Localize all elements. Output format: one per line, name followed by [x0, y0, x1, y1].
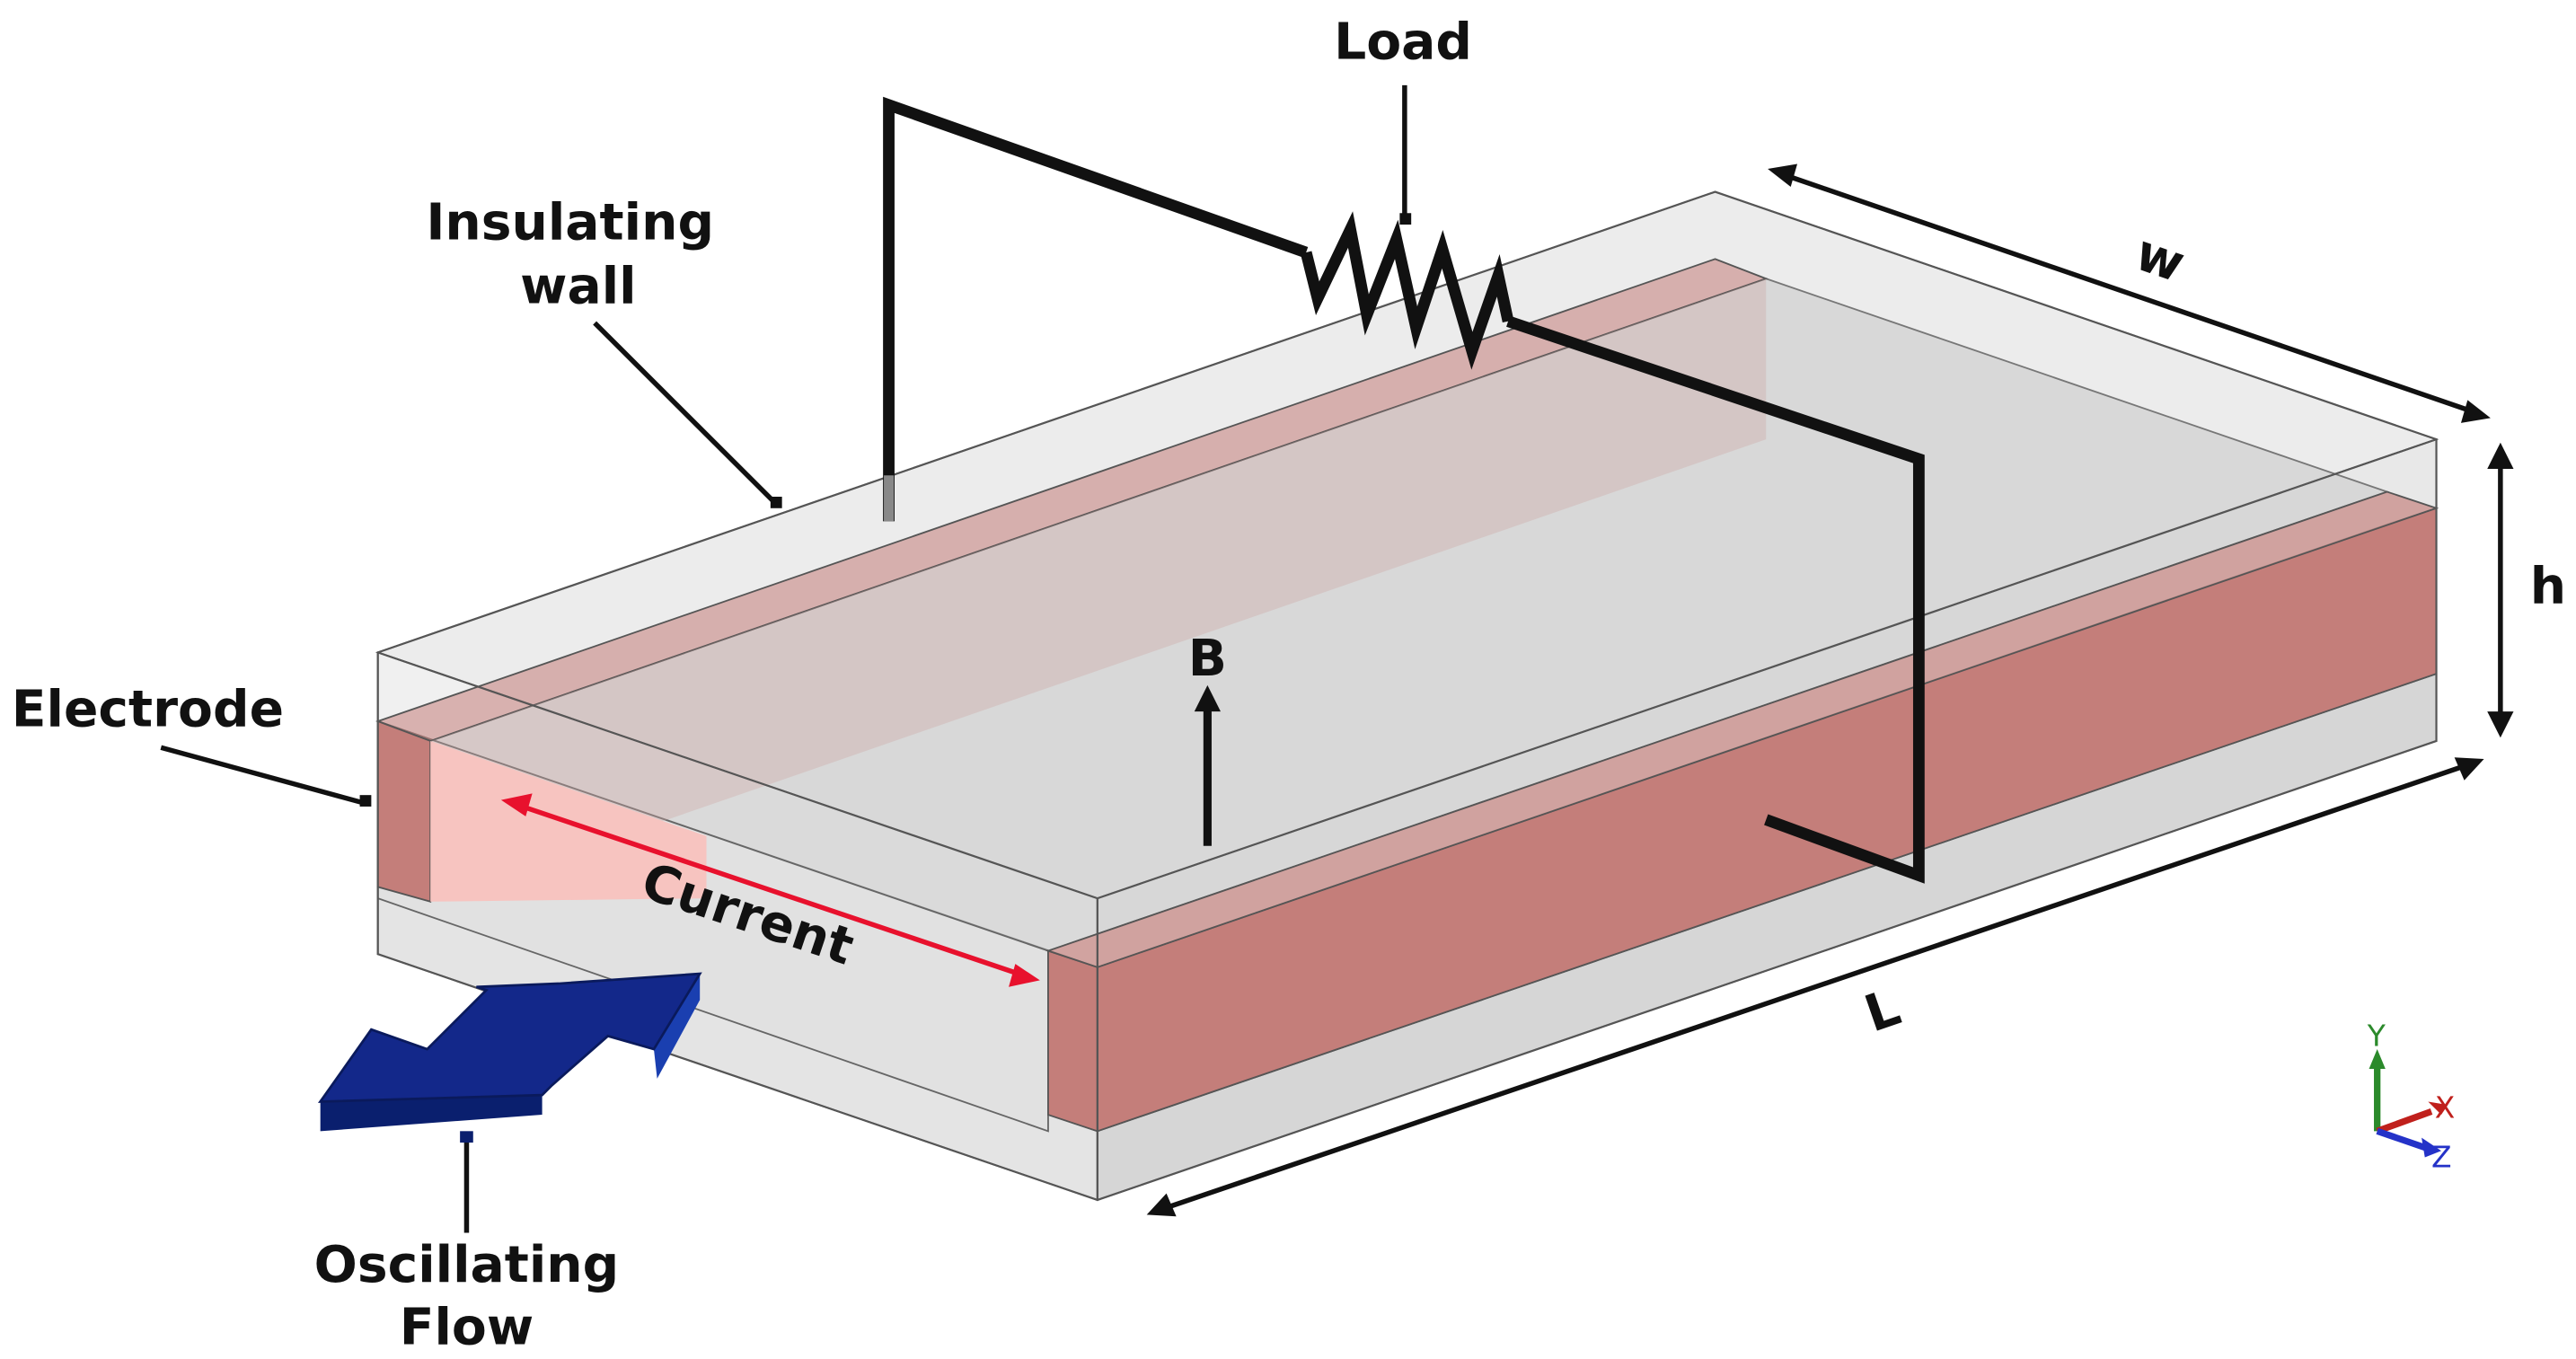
electrode-leader [160, 745, 366, 806]
magnetic-field-arrow [1194, 684, 1222, 846]
load-circuit [883, 96, 1925, 884]
axis-x-label: X [2435, 1090, 2456, 1125]
axes-triad-icon: Y X Z [2367, 1018, 2456, 1174]
box-outline [376, 190, 2438, 1202]
oscillating-flow-label-line1: Oscillating [314, 1235, 620, 1294]
flow-arrow-body [317, 972, 702, 1103]
dimension-L [1146, 757, 2484, 1217]
current-arrowhead-left [500, 793, 533, 816]
box-right-edge [1097, 438, 2437, 900]
back-electrode-far-face [430, 278, 1767, 902]
oscillating-flow-label-line2: Flow [400, 1298, 534, 1357]
width-label: w [2128, 223, 2192, 294]
load-leader-tip [1399, 213, 1412, 225]
left-electrode-end [376, 719, 432, 904]
insulating-wall-leader-tip [770, 497, 782, 508]
flow-leader-tip [460, 1131, 473, 1143]
electrode-label: Electrode [12, 680, 284, 739]
box-top-edge [377, 651, 1098, 900]
resistor-icon [1300, 211, 1514, 370]
insulating-wall-label-line2: wall [520, 257, 636, 316]
electrode-leader-tip [359, 795, 372, 807]
insulating-wall-leader [593, 321, 778, 506]
wire-left [883, 96, 1309, 522]
current-arrow [500, 793, 1040, 987]
height-label: h [2530, 557, 2566, 616]
front-electrode-end [1047, 949, 1098, 1133]
dimension-h [2487, 442, 2514, 738]
flow-arrow-icon [317, 972, 702, 1132]
flow-arrow-side-right [653, 974, 701, 1079]
current-arrowhead-right [1009, 964, 1040, 987]
magnetic-field-label: B [1188, 629, 1227, 688]
channel-box [375, 190, 2439, 1202]
wire-right [1506, 315, 1925, 884]
length-label: L [1857, 977, 1908, 1044]
load-label: Load [1334, 13, 1472, 72]
axis-z-label: Z [2431, 1139, 2452, 1174]
dimension-w [1768, 163, 2491, 423]
flow-arrow-side [320, 1095, 543, 1132]
insulating-wall-label-line1: Insulating [426, 193, 714, 252]
axis-y-label: Y [2367, 1018, 2386, 1053]
